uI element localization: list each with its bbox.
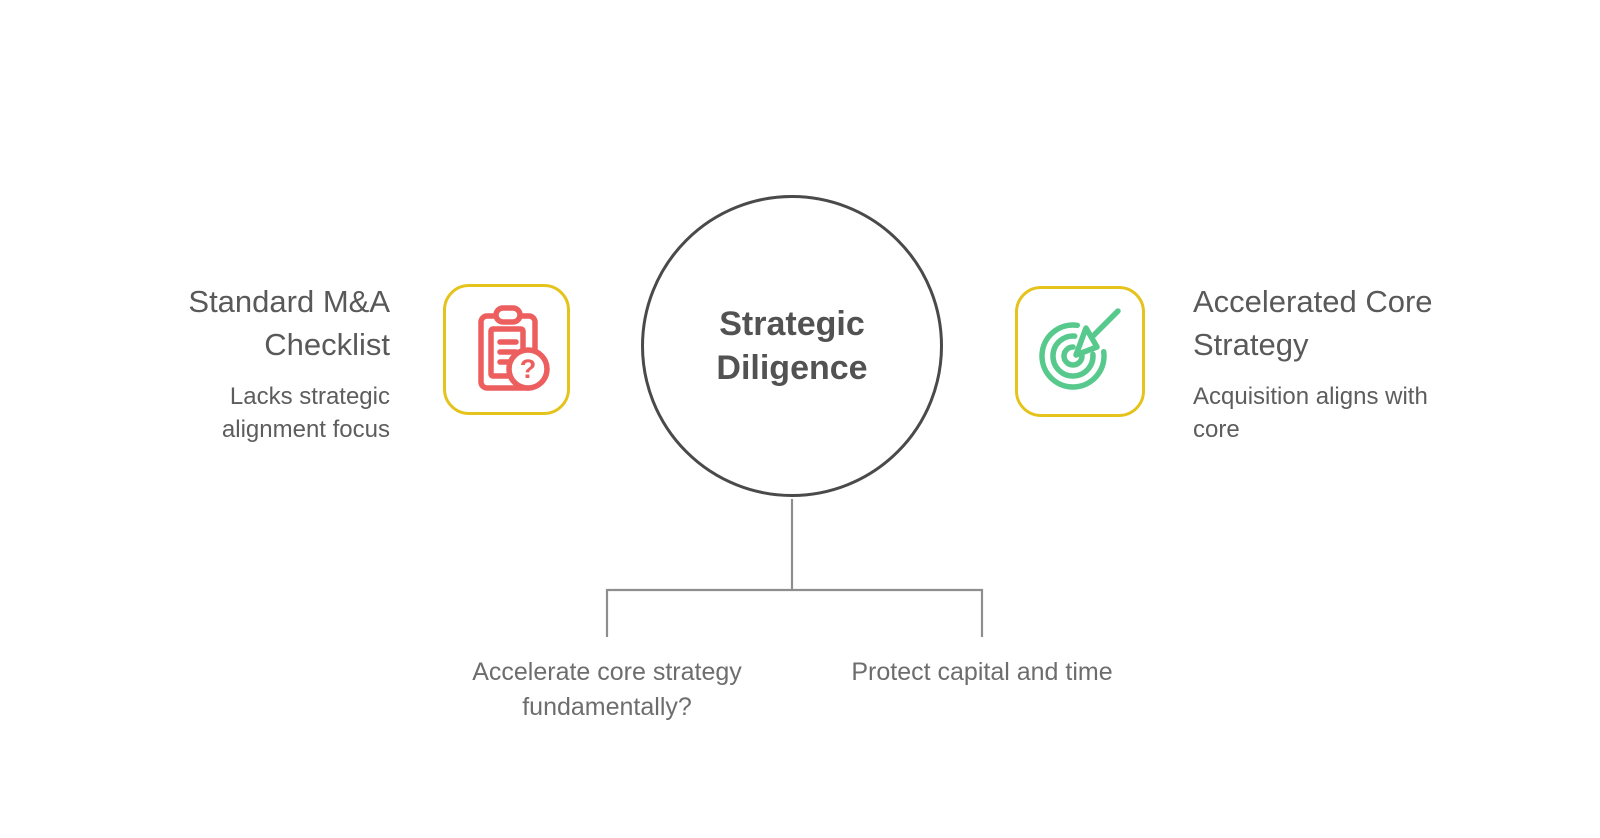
target-arrow-icon — [1030, 299, 1130, 404]
branch-label-right: Protect capital and time — [851, 658, 1113, 686]
left-icon-box: ? — [443, 284, 570, 415]
svg-text:?: ? — [519, 354, 536, 384]
left-branch-description: Lacks strategic alignment focus — [221, 383, 390, 443]
right-branch-text: Accelerated Core Strategy Acquisition al… — [1193, 280, 1473, 446]
central-node-label: Strategic Diligence — [716, 305, 868, 387]
clipboard-question-icon: ? — [457, 297, 557, 402]
branch-label-left: Accelerate core strategy fundamentally? — [472, 658, 742, 721]
right-icon-box — [1015, 286, 1145, 417]
right-branch-description: Acquisition aligns with core — [1193, 383, 1428, 443]
left-branch-heading: Standard M&A Checklist — [188, 284, 390, 362]
right-branch-heading: Accelerated Core Strategy — [1193, 284, 1433, 362]
left-branch-text: Standard M&A Checklist Lacks strategic a… — [100, 280, 390, 446]
central-node: Strategic Diligence — [641, 195, 943, 497]
